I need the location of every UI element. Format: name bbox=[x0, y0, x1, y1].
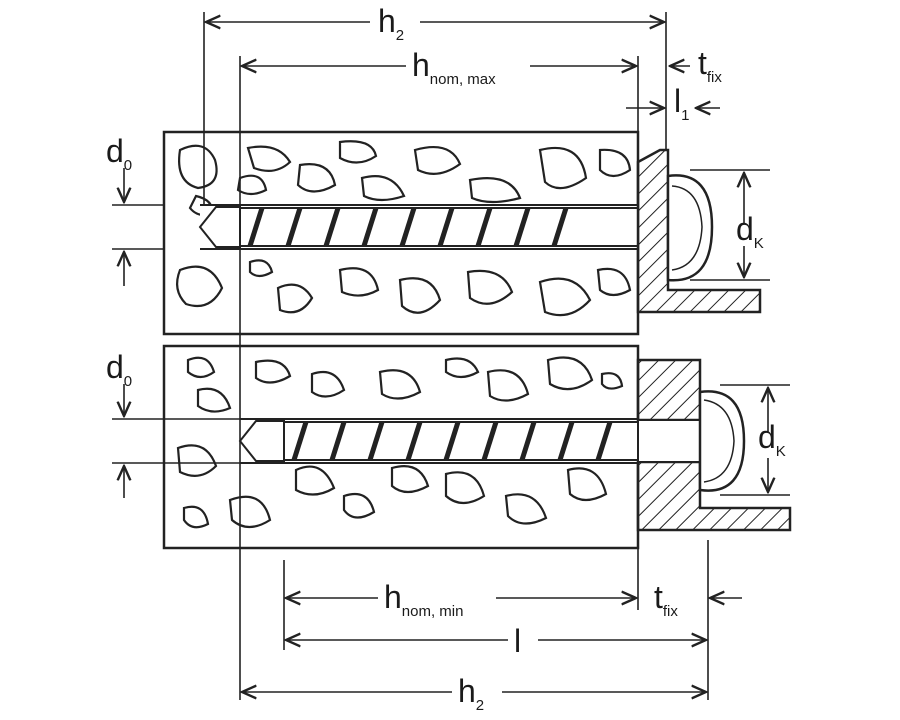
top-assembly bbox=[162, 130, 762, 336]
label-l1: l1 bbox=[674, 83, 689, 124]
label-d0-top: d0 bbox=[106, 133, 132, 174]
screw-head-top bbox=[666, 174, 714, 282]
label-hnom-min: hnom, min bbox=[384, 579, 463, 620]
label-l: l bbox=[514, 623, 521, 659]
label-tfix-top: tfix bbox=[698, 45, 722, 86]
label-d0-bottom: d0 bbox=[106, 349, 132, 390]
label-dk-top: dK bbox=[736, 211, 764, 252]
fixture-top bbox=[636, 148, 762, 314]
screw-threads-bottom bbox=[291, 421, 613, 461]
label-h2-top: h2 bbox=[378, 3, 404, 44]
screw-head-bottom bbox=[698, 390, 746, 492]
screw-threads-top bbox=[247, 207, 569, 247]
dimension-lines bbox=[112, 12, 790, 700]
bottom-assembly bbox=[162, 344, 792, 550]
dimension-labels: h2 hnom, max tfix l1 d0 dK d0 dK hnom, m… bbox=[106, 3, 786, 714]
label-dk-bottom: dK bbox=[758, 419, 786, 460]
label-h2-bottom: h2 bbox=[458, 673, 484, 714]
aggregate-stones-top bbox=[175, 140, 632, 317]
label-hnom-max: hnom, max bbox=[412, 47, 496, 88]
label-tfix-bottom: tfix bbox=[654, 579, 678, 620]
